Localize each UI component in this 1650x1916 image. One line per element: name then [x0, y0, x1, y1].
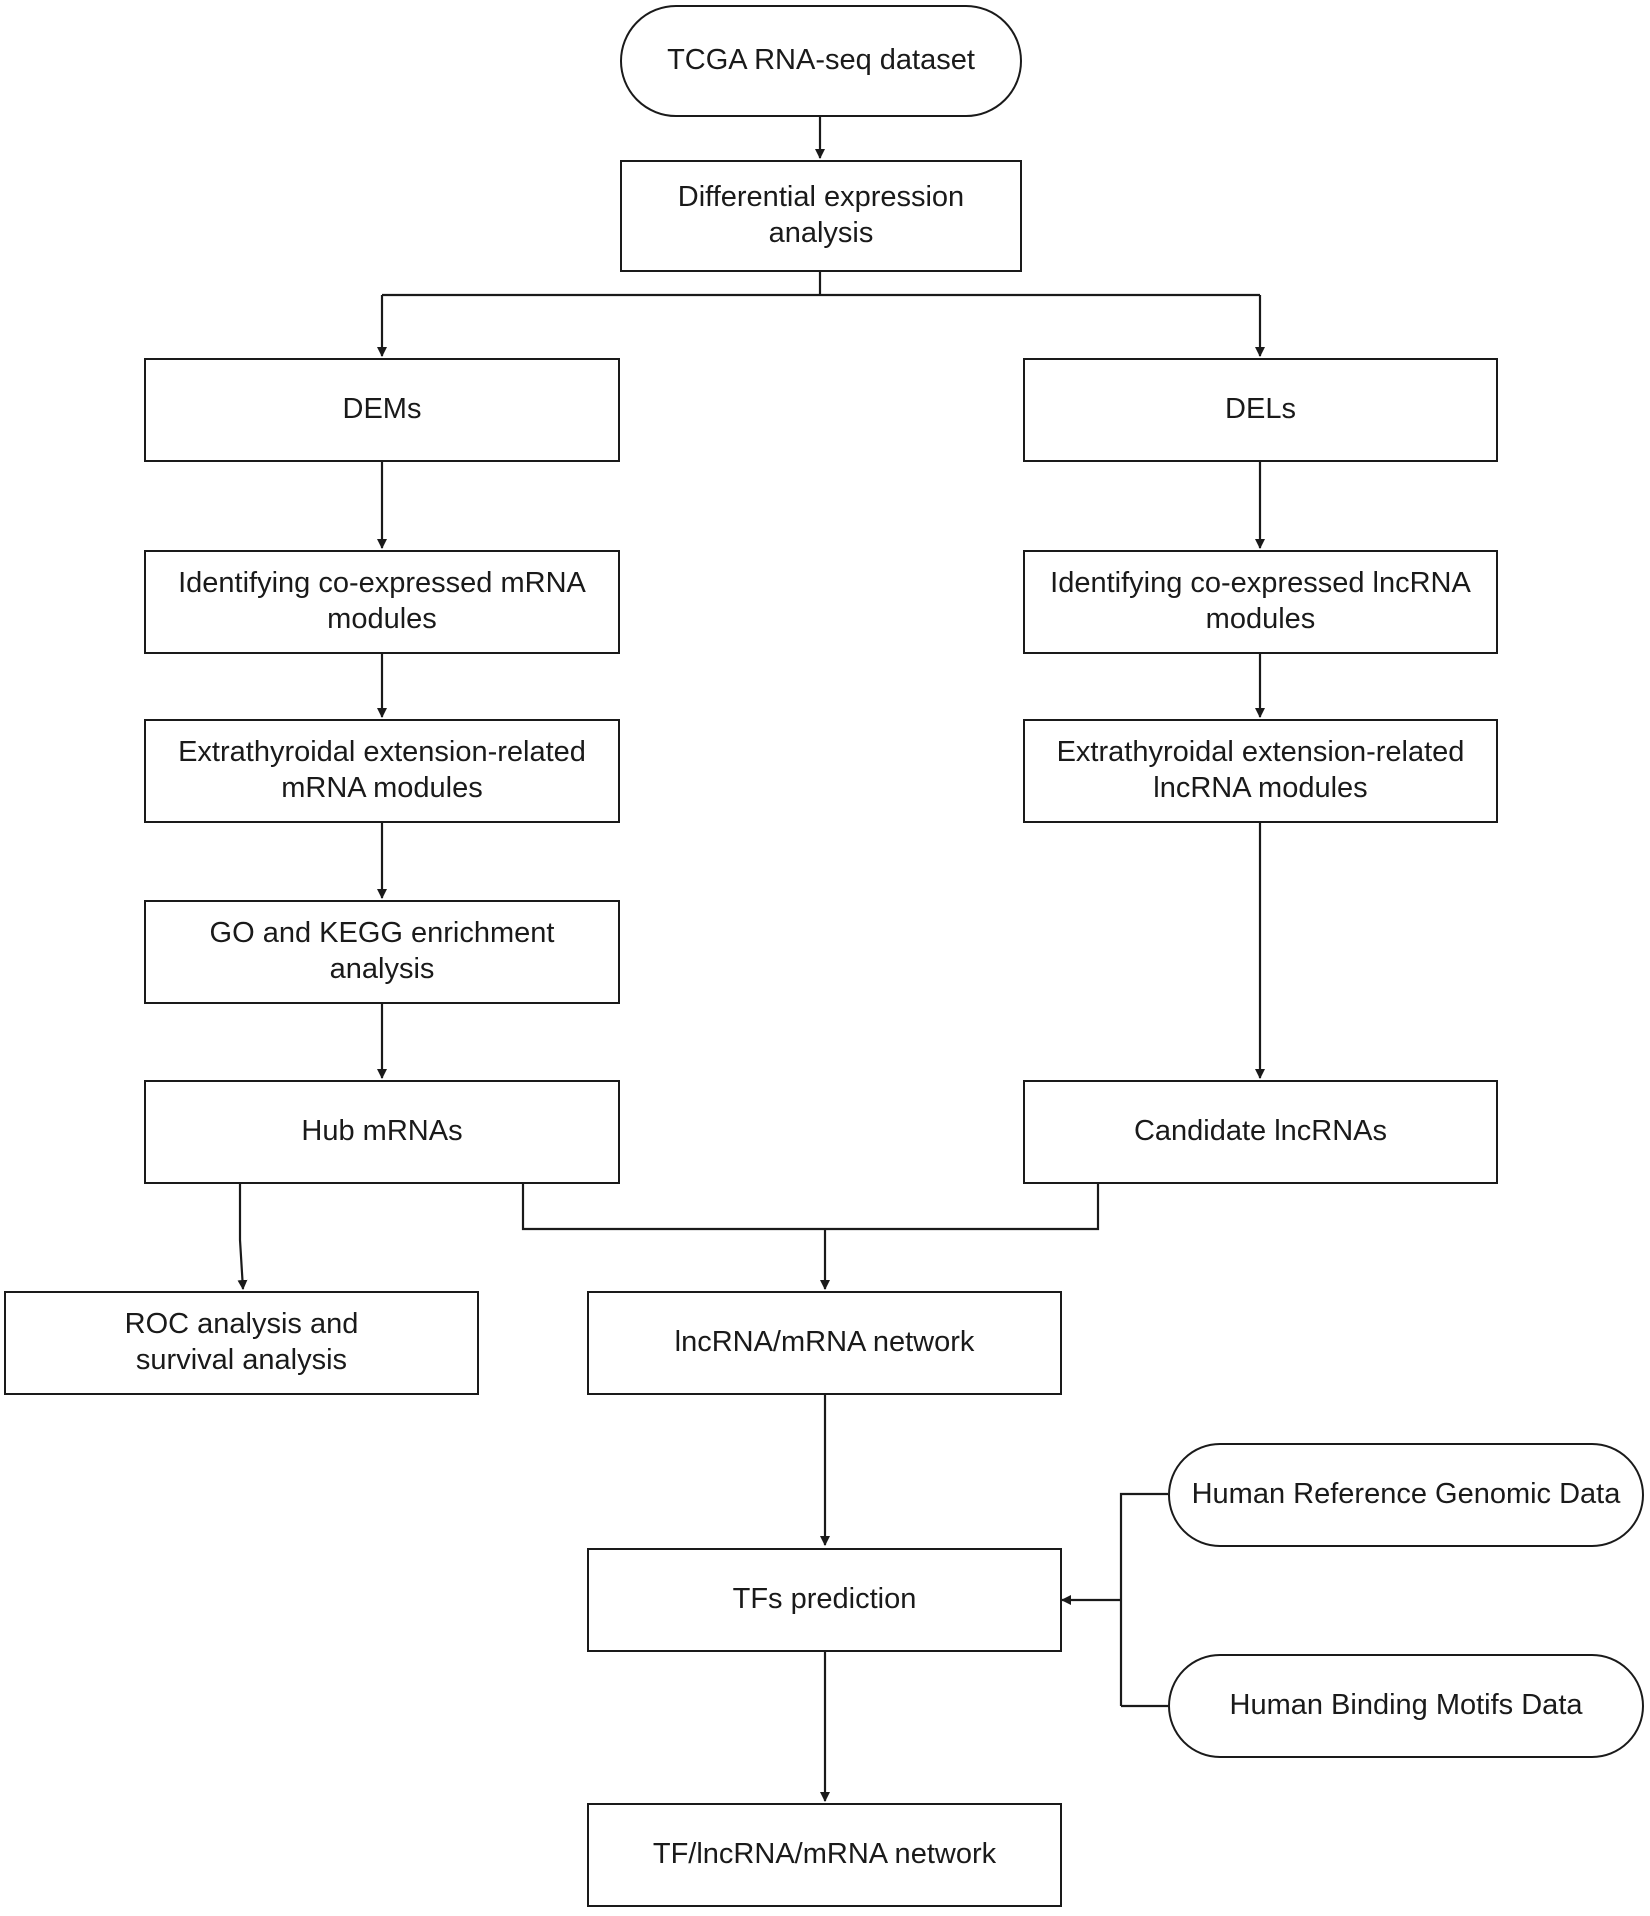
node-coexpressed-lncrna-modules: Identifying co-expressed lncRNA modules: [1023, 550, 1498, 654]
node-human-reference-genomic-data: Human Reference Genomic Data: [1168, 1443, 1644, 1547]
node-human-binding-motifs-data: Human Binding Motifs Data: [1168, 1654, 1644, 1758]
node-tcga-rna-seq: TCGA RNA-seq dataset: [620, 5, 1022, 117]
node-dels: DELs: [1023, 358, 1498, 462]
node-coexpressed-mrna-modules: Identifying co-expressed mRNA modules: [144, 550, 620, 654]
node-go-kegg-enrichment: GO and KEGG enrichment analysis: [144, 900, 620, 1004]
node-candidate-lncrnas: Candidate lncRNAs: [1023, 1080, 1498, 1184]
node-ete-mrna-modules: Extrathyroidal extension-related mRNA mo…: [144, 719, 620, 823]
node-hub-mrnas: Hub mRNAs: [144, 1080, 620, 1184]
node-lncrna-mrna-network: lncRNA/mRNA network: [587, 1291, 1062, 1395]
node-tfs-prediction: TFs prediction: [587, 1548, 1062, 1652]
edge-hub-to-network: [521, 1184, 1100, 1231]
node-tf-lncrna-mrna-network: TF/lncRNA/mRNA network: [587, 1803, 1062, 1907]
node-differential-expression: Differential expression analysis: [620, 160, 1022, 272]
edge-ref-genomic-to-tfs: [1119, 1492, 1168, 1706]
node-dems: DEMs: [144, 358, 620, 462]
node-ete-lncrna-modules: Extrathyroidal extension-related lncRNA …: [1023, 719, 1498, 823]
edge-hub-to-roc: [237, 1184, 248, 1290]
node-roc-survival-analysis: ROC analysis and survival analysis: [4, 1291, 479, 1395]
